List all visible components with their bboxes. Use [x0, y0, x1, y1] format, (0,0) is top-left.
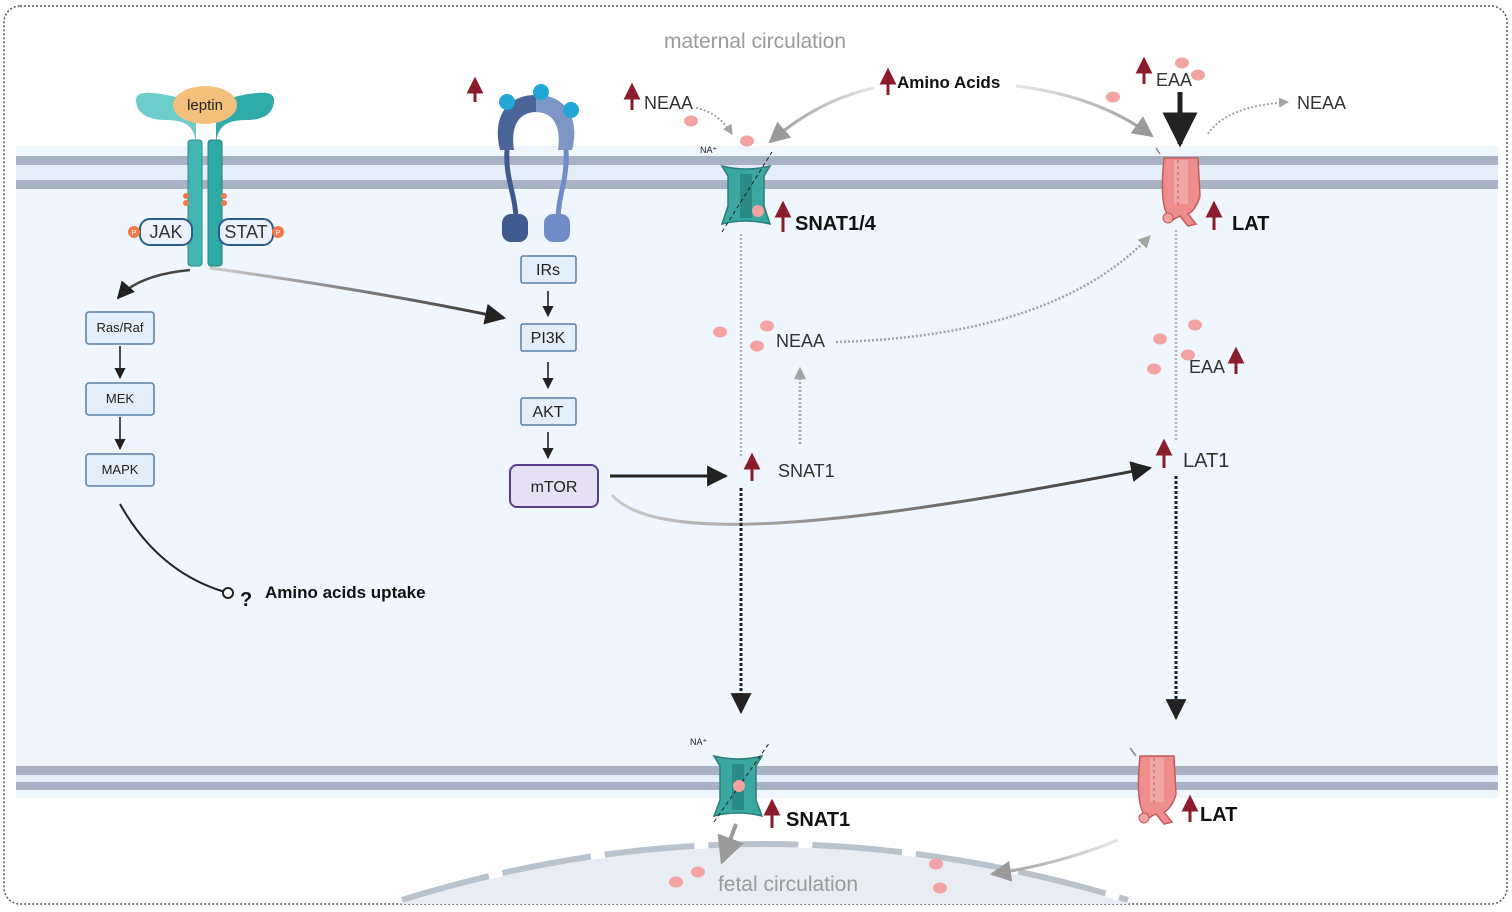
stat-phospho: [272, 226, 284, 238]
amino-acids-to-snat14-arrow: [768, 86, 875, 144]
maternal-circulation-label: maternal circulation: [664, 30, 846, 53]
fetal-aa-dot: [669, 876, 683, 888]
lat-top-label: LAT: [1232, 213, 1269, 235]
jak-phospho-label: P: [132, 230, 137, 237]
lat-basal-label: LAT: [1200, 804, 1237, 826]
mtor-box: [509, 464, 599, 508]
lat-to-neaa-out-arrow: [1207, 97, 1289, 135]
jak-label: JAK: [149, 222, 182, 242]
amino-acids-to-lat-arrow: [1015, 84, 1154, 138]
lat-basal-up-icon: [1181, 794, 1199, 822]
jak-phospho: [128, 226, 140, 238]
snat1-basal-label: SNAT1: [786, 809, 850, 831]
eaa-dot: [1191, 69, 1205, 81]
fetal-circulation-label: fetal circulation: [718, 873, 858, 896]
lat-up-icon: [1205, 200, 1223, 230]
akt-label: AKT: [532, 404, 563, 421]
neaa-pool-label: NEAA: [776, 331, 825, 351]
eaa-up-icon-top: [1135, 56, 1153, 84]
pi3k-label: PI3K: [531, 330, 566, 347]
eaa-pool-dot: [1147, 363, 1161, 375]
insulin-receptor: [497, 84, 579, 242]
amino-acids-up-icon: [879, 67, 897, 95]
mtor-to-lat1-arrow: [610, 461, 1153, 526]
fetal-capillary: [400, 847, 1130, 904]
amino-acids-label: Amino Acids: [897, 73, 1000, 92]
fetal-aa-dot: [933, 882, 947, 894]
neaa-pool-dot: [713, 326, 727, 338]
snat14-label: SNAT1/4: [795, 213, 877, 235]
eaa-pool-dot: [1153, 333, 1167, 345]
leptin-to-pi3k-arrow: [209, 266, 507, 325]
fetal-aa-dot: [691, 866, 705, 878]
amino-acids-uptake-label: Amino acids uptake: [265, 583, 426, 602]
stat-label: STAT: [224, 222, 267, 242]
neaa-to-snat14-arrow: [695, 107, 733, 135]
lat-transporter: [1155, 147, 1201, 227]
snat1-to-fetal-arrow: [717, 823, 744, 865]
mtor-label: mTOR: [531, 479, 578, 496]
fetal-aa-dot: [929, 858, 943, 870]
rasraf-label: Ras/Raf: [97, 320, 144, 335]
mek-box: [85, 382, 155, 416]
mek-label: MEK: [106, 391, 135, 406]
leptin-label: leptin: [187, 97, 223, 114]
pi3k-box: [520, 323, 577, 352]
snat1-up-icon-mid: [743, 452, 761, 481]
eaa-pool-dot: [1188, 319, 1202, 331]
lat1-label: LAT1: [1183, 450, 1229, 472]
insulin-up-icon: [466, 76, 484, 102]
neaa-pool-dot: [750, 340, 764, 352]
mapk-uptake-endpoint: [222, 587, 234, 599]
eaa-dot: [1106, 91, 1120, 103]
neaa-up-icon-top: [623, 82, 641, 110]
fetal-capillary-wall: [401, 841, 1129, 903]
stat-phospho-label: P: [276, 230, 281, 237]
na-ion-bottom: NA⁺: [690, 737, 708, 747]
unknown-mark: ?: [240, 589, 252, 611]
snat1-basal-transporter: [712, 741, 771, 823]
lat1-up-icon: [1155, 438, 1173, 468]
irs-box: [520, 255, 577, 284]
eaa-top-label: EAA: [1156, 70, 1192, 90]
trophoblast-cytoplasm: [16, 146, 1498, 798]
lat-basal-transporter: [1129, 747, 1177, 825]
leptin-ligand: [173, 86, 237, 124]
rasraf-box: [85, 311, 155, 345]
neaa-pool-dot: [760, 320, 774, 332]
basal-membrane: [16, 766, 1498, 790]
snat1-mid-label: SNAT1: [778, 461, 835, 481]
mapk-to-uptake-arrow: [119, 503, 226, 593]
neaa-dot: [740, 135, 754, 147]
eaa-pool-up-icon: [1227, 346, 1245, 374]
eaa-pool-label: EAA: [1189, 357, 1225, 377]
snat14-transporter: [720, 151, 773, 233]
eaa-pool-dot: [1181, 349, 1195, 361]
leptin-to-rasraf-arrow: [116, 268, 191, 300]
na-ion-top: NA⁺: [700, 145, 718, 155]
eaa-dot: [1175, 57, 1189, 69]
snat1-up-icon-basal: [763, 798, 781, 828]
snat14-up-icon: [774, 200, 792, 232]
mapk-box: [85, 453, 155, 487]
mapk-label: MAPK: [102, 462, 139, 477]
neaa-top-label: NEAA: [644, 93, 693, 113]
akt-box: [520, 397, 577, 426]
neaa-dot: [684, 115, 698, 127]
neaa-out-label: NEAA: [1297, 93, 1346, 113]
irs-label: IRs: [536, 262, 560, 279]
lat-to-fetal-arrow: [989, 838, 1119, 882]
